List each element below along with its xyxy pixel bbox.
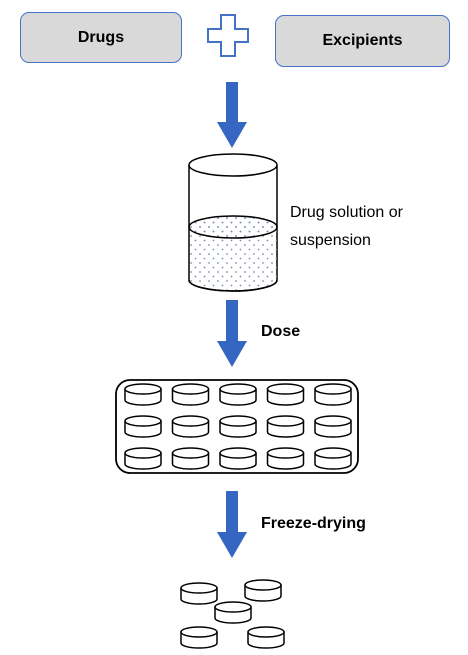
blister-tablet: [124, 447, 162, 470]
beaker-icon: [188, 153, 278, 292]
excipients-box: Excipients: [275, 15, 450, 67]
drugs-label: Drugs: [77, 28, 125, 46]
freeze-dried-tablets: [180, 579, 285, 649]
blister-tablet: [171, 383, 210, 406]
solution-label-line1: Drug solution or: [290, 204, 403, 221]
blister-tablet: [124, 383, 162, 406]
freeze-dried-tablet: [247, 626, 285, 649]
blister-tray: [115, 379, 359, 474]
blister-tablet: [314, 447, 352, 470]
blister-tablet: [219, 415, 257, 438]
drugs-box: Drugs: [20, 12, 182, 63]
freeze-drying-label: Freeze-drying: [261, 515, 366, 532]
blister-tablet: [266, 447, 305, 470]
blister-tablet: [219, 383, 257, 406]
blister-tablet: [124, 415, 162, 438]
plus-icon: [207, 14, 249, 57]
blister-tablet: [266, 383, 305, 406]
blister-tablet: [314, 383, 352, 406]
freeze-dried-tablet: [214, 601, 252, 624]
solution-label-line2: suspension: [290, 232, 371, 249]
freeze-dried-tablet: [180, 626, 218, 649]
down-arrow-2: [217, 300, 247, 367]
dose-label: Dose: [261, 323, 301, 340]
down-arrow-3: [217, 491, 247, 558]
blister-tablet: [171, 415, 210, 438]
excipients-label: Excipients: [322, 32, 403, 49]
freeze-dried-tablet: [180, 582, 218, 605]
solution-label: Drug solution or suspension: [290, 199, 460, 255]
blister-tablet: [266, 415, 305, 438]
blister-tablet: [314, 415, 352, 438]
down-arrow-1: [217, 82, 247, 148]
blister-tablet: [171, 447, 210, 470]
blister-tablet: [219, 447, 257, 470]
freeze-dried-tablet: [244, 579, 282, 602]
